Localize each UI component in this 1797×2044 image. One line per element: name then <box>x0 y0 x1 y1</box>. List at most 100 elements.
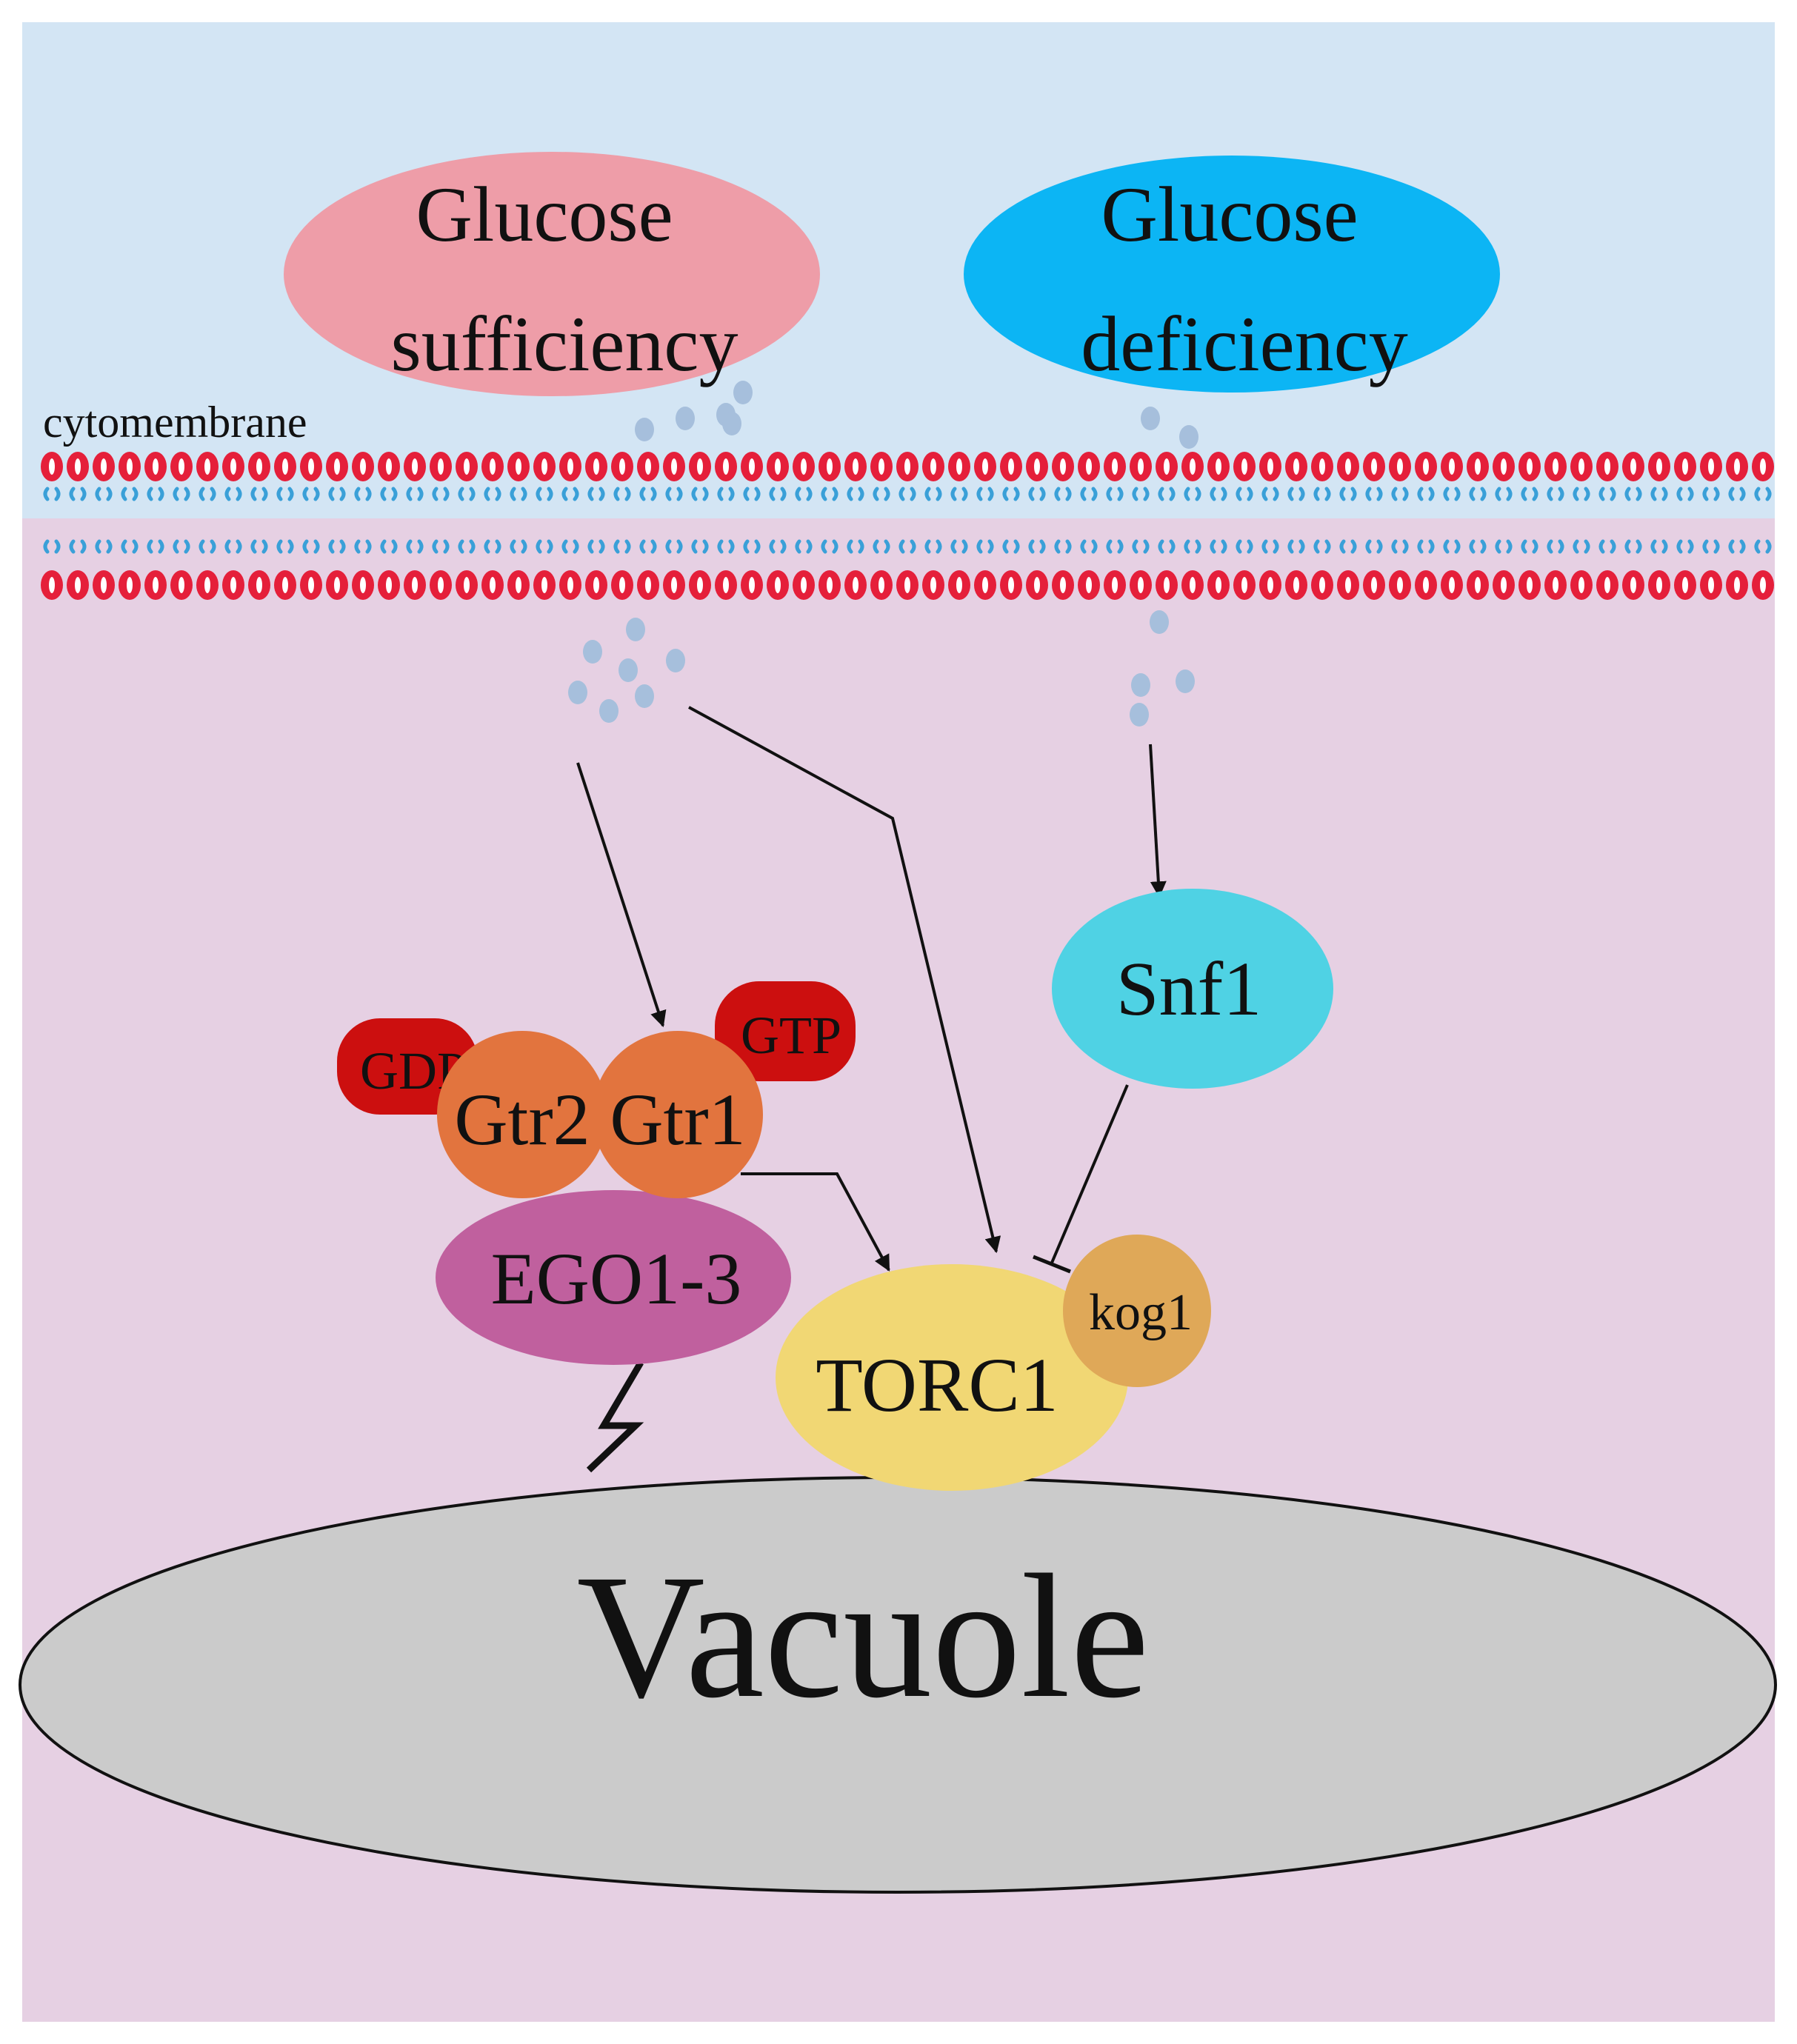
lipid-head-highlight <box>1604 577 1610 593</box>
lipid-tail <box>924 539 942 554</box>
lipid-head-highlight <box>1293 577 1299 593</box>
lipid-tail <box>1521 539 1538 554</box>
lipid-tail <box>1158 539 1176 554</box>
lipid-tail <box>458 487 476 501</box>
lipid-head-highlight <box>930 577 936 593</box>
lipid-tail <box>536 539 553 554</box>
lipid-head-highlight <box>1371 458 1377 475</box>
lipid-tail <box>795 487 813 501</box>
kog1-node: kog1 <box>1063 1235 1211 1387</box>
lipid-head-highlight <box>438 458 444 475</box>
ego1-3-label: EGO1-3 <box>491 1238 742 1320</box>
lipid-tail <box>1443 487 1461 501</box>
lipid-tail <box>354 539 372 554</box>
lipid-head-highlight <box>1708 577 1714 593</box>
lipid-head-highlight <box>1293 458 1299 475</box>
lipid-heads-top <box>41 452 1774 481</box>
lipid-tail <box>976 487 994 501</box>
lipid-head-highlight <box>645 458 651 475</box>
lipid-head-highlight <box>1734 458 1740 475</box>
lipid-tail <box>276 539 294 554</box>
gtp-label: GTP <box>741 1006 841 1065</box>
gtr2-node: Gtr2 <box>437 1031 607 1198</box>
lipid-head-highlight <box>593 458 599 475</box>
lipid-tail <box>1313 487 1331 501</box>
lipid-head-highlight <box>853 458 859 475</box>
lipid-head-highlight <box>1760 458 1766 475</box>
arrow-gtr1-to-torc1 <box>741 1172 890 1272</box>
lipid-head-highlight <box>1604 458 1610 475</box>
snf1-label: Snf1 <box>1116 946 1261 1032</box>
lipid-tail <box>1650 539 1668 554</box>
lipid-tail <box>432 487 450 501</box>
lipid-head-highlight <box>1112 458 1118 475</box>
lipid-head-highlight <box>1138 577 1144 593</box>
lipid-head-highlight <box>1682 458 1688 475</box>
lipid-head-highlight <box>127 577 133 593</box>
lipid-head-highlight <box>1138 458 1144 475</box>
lipid-tail <box>328 539 346 554</box>
vacuole-label: Vacuole <box>577 1537 1150 1734</box>
lipid-head-highlight <box>1371 577 1377 593</box>
lipid-tail <box>743 539 761 554</box>
lipid-head-highlight <box>308 458 314 475</box>
lipid-heads-bottom <box>41 570 1774 600</box>
lipid-tail <box>95 487 113 501</box>
lipid-head-highlight <box>541 577 547 593</box>
lipid-tail <box>43 539 61 554</box>
lipid-head-highlight <box>1267 458 1273 475</box>
lipid-tail <box>1106 539 1124 554</box>
lipid-head-highlight <box>1656 458 1662 475</box>
lipid-head-highlight <box>1449 458 1455 475</box>
lipid-tail <box>1702 539 1720 554</box>
lipid-tail <box>1598 487 1616 501</box>
lipid-head-highlight <box>541 458 547 475</box>
lipid-head-highlight <box>490 458 496 475</box>
lipid-head-highlight <box>1164 577 1170 593</box>
lipid-head-highlight <box>1527 458 1533 475</box>
lipid-head-highlight <box>1086 577 1092 593</box>
lipid-head-highlight <box>1241 577 1247 593</box>
lipid-head-highlight <box>1345 577 1351 593</box>
lipid-tail <box>587 539 605 554</box>
lipid-tail <box>1469 539 1487 554</box>
lipid-head-highlight <box>412 577 418 593</box>
lipid-head-highlight <box>256 458 262 475</box>
lipid-head-highlight <box>1190 577 1196 593</box>
lipid-tail <box>1236 487 1253 501</box>
lipid-head-highlight <box>360 577 366 593</box>
lipid-tail <box>95 539 113 554</box>
lipid-tail <box>821 487 839 501</box>
lipid-head-highlight <box>1216 458 1221 475</box>
lipid-head-highlight <box>1008 458 1014 475</box>
lipid-head-highlight <box>1527 577 1533 593</box>
lipid-head-highlight <box>386 577 392 593</box>
lipid-head-highlight <box>1086 458 1092 475</box>
lipid-head-highlight <box>956 458 962 475</box>
lipid-tail <box>173 539 190 554</box>
lipid-tail <box>1002 487 1020 501</box>
lipid-tail <box>795 539 813 554</box>
vacuole-node: Vacuole <box>19 1476 1777 1894</box>
lipid-head-highlight <box>775 577 781 593</box>
lipid-tail <box>847 539 864 554</box>
inhibition-snf1-torc1 <box>1033 1084 1129 1274</box>
lipid-head-highlight <box>1630 458 1636 475</box>
lipid-tail <box>510 539 527 554</box>
lipid-tail <box>898 539 916 554</box>
arrow-glucose-to-torc1 <box>688 706 1001 1254</box>
lipid-tail <box>1339 539 1357 554</box>
lipid-tail <box>1624 539 1642 554</box>
lipid-head-highlight <box>1345 458 1351 475</box>
lipid-head-highlight <box>697 458 703 475</box>
lipid-head-highlight <box>1034 458 1040 475</box>
lipid-tail <box>536 487 553 501</box>
lipid-tail <box>1702 487 1720 501</box>
lipid-head-highlight <box>256 577 262 593</box>
lipid-head-highlight <box>1423 577 1429 593</box>
lipid-tail <box>1132 487 1150 501</box>
lipid-tail <box>1184 487 1201 501</box>
gtp-node: GTP <box>715 981 856 1081</box>
lipid-tail <box>1754 539 1772 554</box>
lipid-tail <box>1495 487 1513 501</box>
